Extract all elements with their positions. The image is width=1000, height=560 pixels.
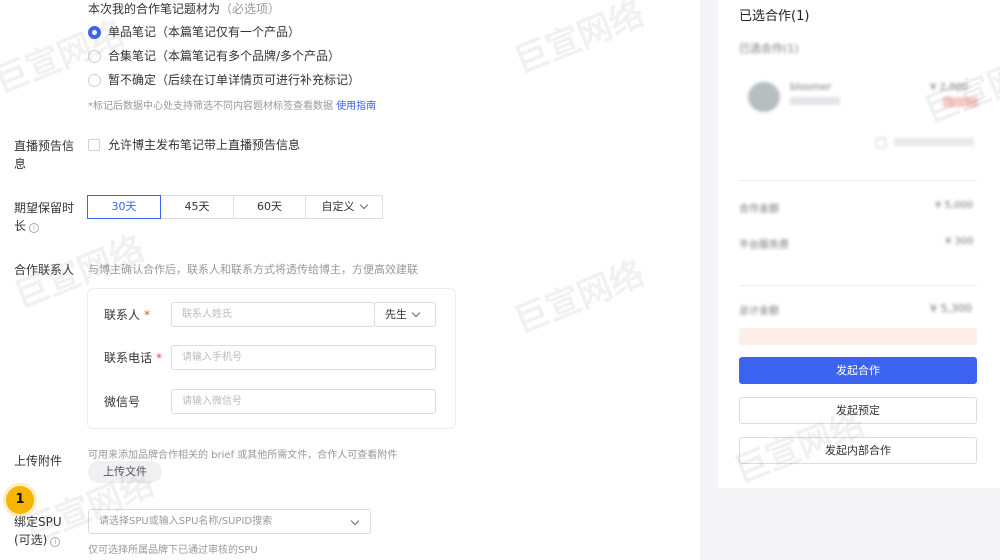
contact-phone-input[interactable]: 请输入手机号 <box>171 345 436 370</box>
divider <box>739 180 977 181</box>
creator-price: ¥ 2,800 <box>930 82 969 93</box>
radio-collection-note-label[interactable]: 合集笔记（本篇笔记有多个品牌/多个产品） <box>108 49 341 63</box>
contact-phone-label: 联系电话* <box>104 351 163 365</box>
chevron-down-icon <box>350 516 360 526</box>
sidebar-subtitle: 已选合作(1) <box>739 42 799 55</box>
upload-file-button[interactable]: 上传文件 <box>88 461 162 483</box>
retention-option-custom[interactable]: 自定义 <box>305 195 383 219</box>
radio-collection-note[interactable] <box>88 50 101 63</box>
price-tag <box>943 97 978 107</box>
spu-select[interactable]: 请选择SPU或输入SPU名称/SUPID搜索 <box>88 509 371 534</box>
start-booking-button[interactable]: 发起预定 <box>739 397 977 424</box>
upload-label: 上传附件 <box>14 454 63 468</box>
step-badge: 1 <box>6 486 34 514</box>
radio-single-note-label[interactable]: 单品笔记（本篇笔记仅有一个产品） <box>108 25 301 39</box>
divider <box>739 285 977 286</box>
topic-note: *标记后数据中心处支持筛选不同内容题材标签查看数据 使用指南 <box>88 101 377 112</box>
start-internal-cooperation-button[interactable]: 发起内部合作 <box>739 437 977 464</box>
live-preview-checkbox[interactable] <box>88 139 100 151</box>
start-cooperation-button[interactable]: 发起合作 <box>739 357 977 384</box>
contact-name-input[interactable]: 联系人姓氏 <box>171 302 375 327</box>
contact-title-select[interactable]: 先生 <box>374 302 436 327</box>
total-value: ¥ 5,300 <box>930 302 972 315</box>
spu-note: 仅可选择所属品牌下已通过审核的SPU <box>88 545 258 556</box>
fee-row-value: ¥ 300 <box>945 236 974 247</box>
fee-row-label: 合作金额 <box>739 204 779 215</box>
info-icon[interactable]: i <box>29 223 40 233</box>
fee-row-value: ¥ 5,000 <box>935 200 974 211</box>
creator-name: bloomer <box>790 82 832 93</box>
sidebar-title: 已选合作(1) <box>739 9 810 24</box>
creator-meta <box>790 97 840 105</box>
live-preview-checkbox-label[interactable]: 允许博主发布笔记带上直播预告信息 <box>108 138 301 152</box>
upload-hint: 可用来添加品牌合作相关的 brief 或其他所需文件，合作人可查看附件 <box>88 450 398 461</box>
guide-link[interactable]: 使用指南 <box>336 101 377 112</box>
chevron-down-icon <box>411 308 421 318</box>
contact-name-label: 联系人* <box>104 308 151 322</box>
avatar <box>748 82 780 112</box>
contact-wechat-input[interactable]: 请输入微信号 <box>171 389 436 414</box>
order-form: 本次我的合作笔记题材为（必选项） 单品笔记（本篇笔记仅有一个产品） 合集笔记（本… <box>6 2 456 556</box>
retention-option-45[interactable]: 45天 <box>160 195 234 219</box>
total-label: 总计金额 <box>739 306 779 317</box>
contact-section-label: 合作联系人 <box>14 263 75 277</box>
radio-undecided-label[interactable]: 暂不确定（后续在订单详情页可进行补充标记） <box>108 73 361 87</box>
live-preview-label: 直播预告信 息 <box>14 139 75 171</box>
topic-label: 本次我的合作笔记题材为（必选项） <box>88 2 281 16</box>
spu-label: 绑定SPU (可选)i <box>14 515 62 547</box>
sidebar-checkbox[interactable] <box>876 138 886 148</box>
retention-option-60[interactable]: 60天 <box>233 195 306 219</box>
fee-row-label: 平台服务费 <box>739 240 789 251</box>
radio-undecided[interactable] <box>88 74 101 87</box>
info-icon[interactable]: i <box>50 537 61 547</box>
chevron-down-icon <box>359 200 368 210</box>
sidebar-checkbox-label <box>894 138 974 146</box>
retention-option-30[interactable]: 30天 <box>87 195 161 219</box>
notice-bar <box>739 328 977 345</box>
radio-single-note[interactable] <box>88 26 101 39</box>
contact-hint: 与博主确认合作后，联系人和联系方式将透传给博主，方便高效建联 <box>88 263 418 276</box>
contact-wechat-label: 微信号 <box>104 395 141 409</box>
